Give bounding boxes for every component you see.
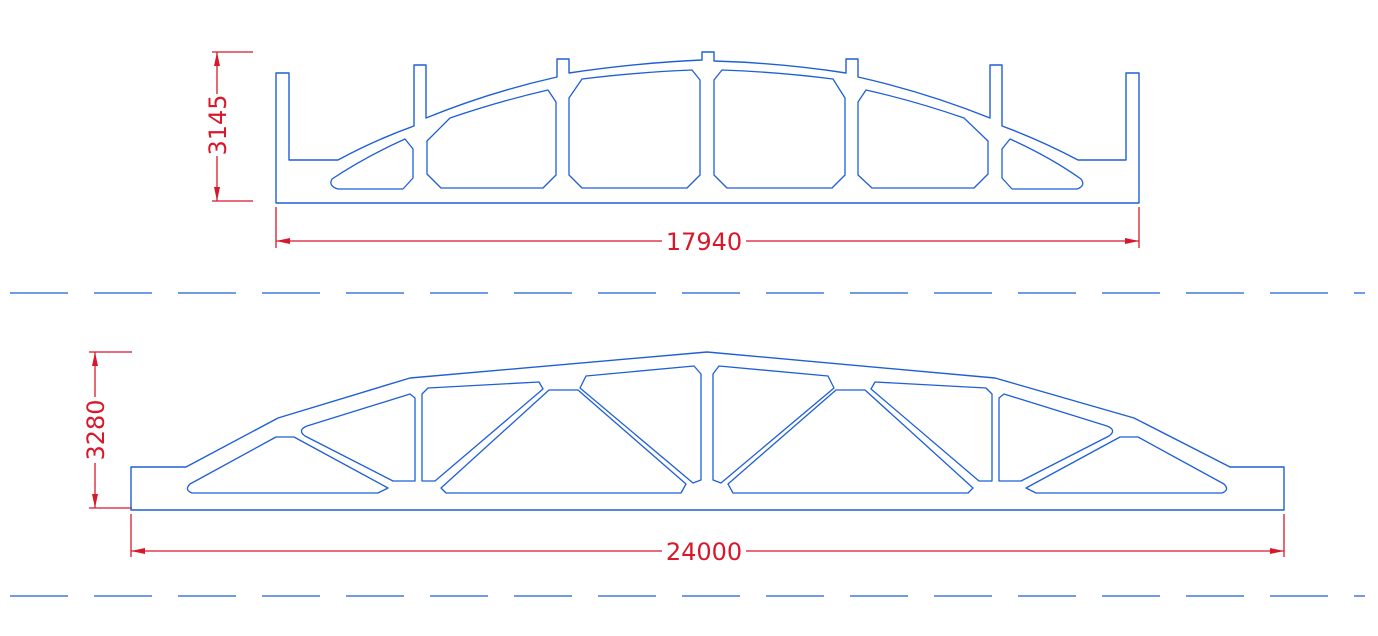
bottom-cell-4 (440, 389, 687, 494)
top-cell-5 (857, 89, 989, 189)
bottom-width-label: 24000 (666, 538, 742, 566)
top-cell-6 (1001, 138, 1084, 190)
bottom-cell-8 (870, 381, 993, 482)
bottom-cell-2 (300, 393, 416, 482)
bottom-height-dimension: 3280 (82, 351, 132, 509)
bottom-section-outline (130, 351, 1285, 511)
top-height-label: 3145 (204, 94, 232, 155)
top-cell-1 (330, 138, 414, 190)
bottom-cell-3 (421, 381, 544, 482)
top-cell-2 (426, 89, 557, 189)
bottom-height-label: 3280 (82, 399, 110, 460)
top-section-outline (275, 51, 1140, 204)
bottom-width-dimension: 24000 (130, 514, 1285, 566)
bottom-cell-9 (998, 393, 1114, 482)
top-height-dimension: 3145 (204, 51, 253, 202)
bottom-cell-1 (186, 436, 389, 494)
bottom-cell-5 (579, 365, 702, 484)
top-cross-section: 3145 17940 (204, 51, 1140, 256)
top-cell-4 (713, 69, 846, 189)
bottom-cell-10 (1025, 436, 1228, 494)
bottom-cell-7 (727, 389, 974, 494)
bottom-cell-6 (712, 365, 835, 484)
top-cell-3 (568, 69, 701, 189)
bottom-cross-section: 3280 24000 (82, 351, 1285, 566)
top-width-dimension: 17940 (275, 207, 1140, 256)
top-width-label: 17940 (666, 228, 742, 256)
